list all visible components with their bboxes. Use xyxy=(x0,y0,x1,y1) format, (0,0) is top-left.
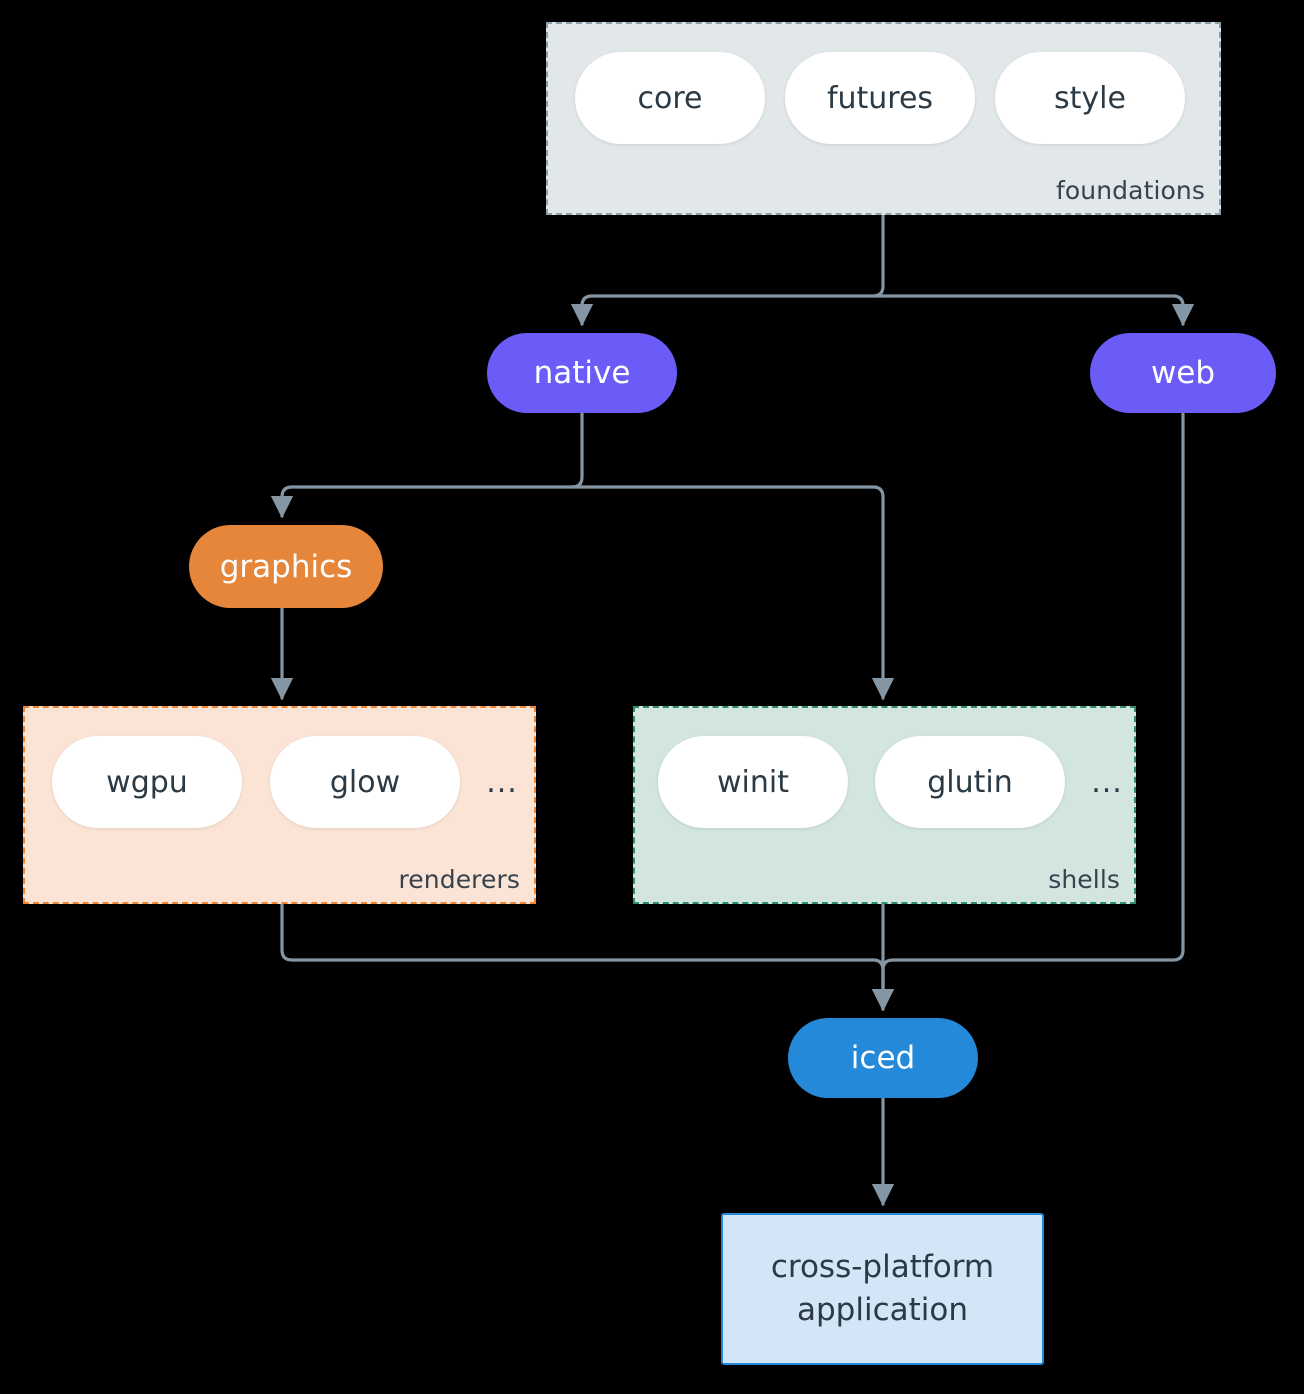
node-style[interactable]: style xyxy=(995,52,1185,144)
node-glow[interactable]: glow xyxy=(270,736,460,828)
node-native[interactable]: native xyxy=(487,333,677,413)
cluster-label-renderers: renderers xyxy=(398,865,520,894)
node-web[interactable]: web xyxy=(1090,333,1276,413)
application-line-2: application xyxy=(797,1292,968,1328)
edge-foundations-to-native xyxy=(570,294,885,327)
edge-native-to-graphics xyxy=(270,485,584,519)
edge-renderers-to-iced xyxy=(280,902,895,1012)
renderers-ellipsis: ... xyxy=(486,764,518,800)
edge-foundations-to-web xyxy=(881,294,1195,327)
node-cross-platform-application[interactable]: cross-platform application xyxy=(721,1213,1044,1365)
edge-native-to-shells xyxy=(580,485,895,701)
shells-ellipsis: ... xyxy=(1091,764,1123,800)
cluster-renderers: wgpu glow ... renderers xyxy=(23,706,536,904)
node-core[interactable]: core xyxy=(575,52,765,144)
cluster-shells: winit glutin ... shells xyxy=(633,706,1136,904)
application-line-1: cross-platform xyxy=(770,1249,995,1286)
node-graphics[interactable]: graphics xyxy=(189,525,383,608)
cluster-label-shells: shells xyxy=(1048,865,1120,894)
node-wgpu[interactable]: wgpu xyxy=(52,736,242,828)
cluster-foundations: core futures style foundations xyxy=(546,22,1221,215)
cluster-label-foundations: foundations xyxy=(1056,176,1205,205)
node-futures[interactable]: futures xyxy=(785,52,975,144)
node-glutin[interactable]: glutin xyxy=(875,736,1065,828)
node-winit[interactable]: winit xyxy=(658,736,848,828)
node-iced[interactable]: iced xyxy=(788,1018,978,1098)
edge-foundations-split xyxy=(871,214,885,298)
edge-native-split xyxy=(570,411,584,489)
